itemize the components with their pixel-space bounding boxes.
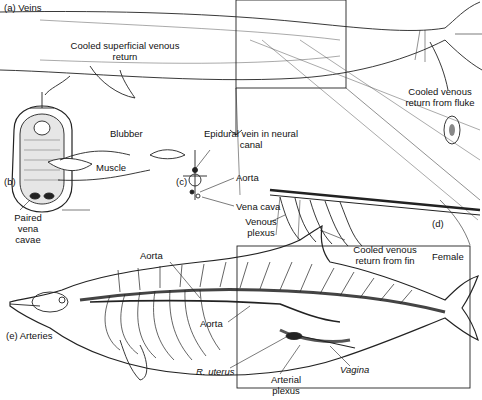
- part-label: (a) Veins: [4, 2, 84, 13]
- part-label: (e) Arteries: [6, 330, 86, 341]
- leader-line: [415, 30, 425, 62]
- dolphin-back-outline: [0, 11, 445, 30]
- leader-line: [20, 200, 90, 210]
- part-label: Vena cava: [236, 201, 296, 212]
- vagina-tract: [300, 336, 355, 348]
- part-label: Muscle: [96, 162, 146, 173]
- part-label: Blubber: [110, 128, 160, 139]
- aorta-tube: [270, 190, 480, 210]
- neural-spine: [195, 150, 196, 200]
- ovary: [286, 333, 302, 340]
- leader-line: [45, 76, 70, 95]
- mini-dolphin: [150, 150, 185, 159]
- superficial-vein: [40, 20, 340, 63]
- vein-section-inset: [48, 158, 92, 170]
- vertebra-section: [34, 121, 50, 135]
- part-label: (b): [4, 176, 28, 187]
- aorta-section: [190, 190, 194, 194]
- part-label: R. uterus: [196, 366, 256, 377]
- fluke-midline: [455, 34, 482, 35]
- part-label: Arterial plexus: [256, 374, 316, 396]
- part-label: Female: [432, 251, 472, 262]
- dolphin-outline: [10, 226, 478, 375]
- part-label: Cooled venous return from fin: [340, 244, 430, 266]
- skull: [32, 292, 68, 312]
- part-label: Venous plexus: [236, 216, 286, 238]
- leader-line: [60, 151, 130, 160]
- vena-cava-right: [44, 193, 54, 199]
- vena-cava-tube: [270, 195, 480, 215]
- part-label: Aorta: [200, 318, 240, 329]
- part-label: (d): [432, 218, 456, 229]
- part-label: Cooled superficial venous return: [70, 40, 180, 62]
- leader-line: [196, 150, 210, 168]
- epidural-vein: [193, 168, 198, 173]
- vena-cava-left: [30, 193, 40, 199]
- fluke-section: [444, 116, 460, 144]
- part-label: (c): [176, 176, 200, 187]
- fluke-outline: [445, 2, 482, 70]
- neural-spines: [118, 262, 412, 304]
- inset-box: [237, 246, 470, 388]
- part-label: Vagina: [340, 364, 390, 375]
- fluke-vessels: [449, 124, 455, 136]
- vena-cava-section: [196, 194, 200, 198]
- part-label: Cooled venous return from fluke: [400, 86, 480, 108]
- eye: [59, 297, 65, 303]
- leader-line: [440, 200, 470, 245]
- leader-line: [430, 42, 448, 90]
- mouth-line: [10, 304, 40, 306]
- part-label: Epidural vein in neural canal: [196, 128, 306, 150]
- leader-line: [200, 178, 234, 206]
- part-label: Aorta: [140, 250, 180, 261]
- dolphin-belly-outline: [0, 40, 445, 80]
- inset-box: [236, 0, 346, 88]
- leader-line: [270, 215, 345, 240]
- leader-line: [170, 262, 350, 374]
- pectoral-fin: [120, 340, 147, 380]
- flipper-outline: [90, 66, 135, 98]
- part-label: Paired vena cavae: [6, 212, 50, 245]
- part-label: Aorta: [236, 172, 286, 183]
